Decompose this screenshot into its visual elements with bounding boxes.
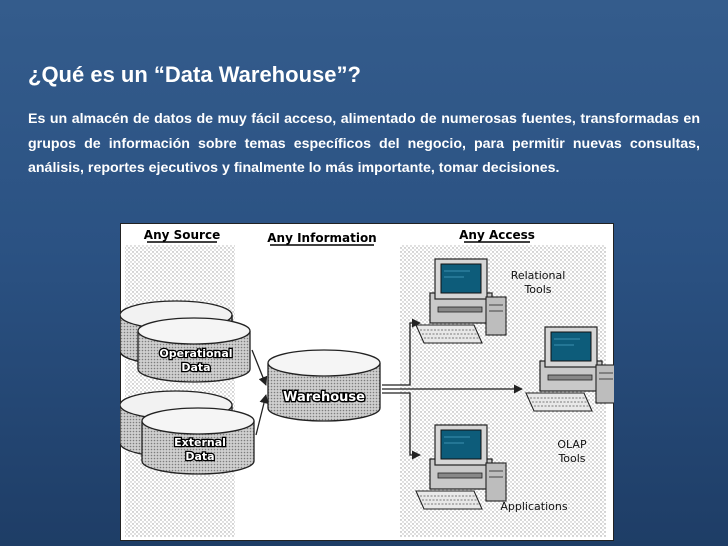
external-data-cylinder-front [141, 407, 255, 475]
applications-label: Applications [500, 500, 567, 513]
relational-tools-label-line1: Relational [511, 269, 566, 282]
header-any-source: Any Source [144, 228, 220, 242]
arrow-operational-to-warehouse [251, 349, 268, 386]
external-data-label-line1: External [174, 436, 226, 449]
data-warehouse-diagram: Any Source Any Information Any Access Op… [119, 223, 617, 541]
arrow-warehouse-to-relational [382, 318, 421, 386]
operational-data-label-line1: Operational [159, 347, 232, 360]
olap-tools-label-line2: Tools [557, 452, 585, 465]
warehouse-cylinder [267, 349, 381, 422]
header-any-access: Any Access [459, 228, 535, 242]
operational-data-label-line2: Data [181, 361, 210, 374]
relational-tools-label-line2: Tools [523, 283, 551, 296]
arrow-warehouse-to-applications [382, 392, 421, 460]
arrow-external-to-warehouse [255, 394, 269, 436]
warehouse-label: Warehouse [283, 390, 365, 405]
slide-body-text: Es un almacén de datos de muy fácil acce… [28, 111, 700, 176]
header-any-information: Any Information [267, 231, 376, 245]
slide-title: ¿Qué es un “Data Warehouse”? [28, 62, 361, 87]
external-data-label-line2: Data [185, 450, 214, 463]
olap-tools-label-line1: OLAP [557, 438, 587, 451]
operational-data-cylinder-front [137, 317, 251, 383]
